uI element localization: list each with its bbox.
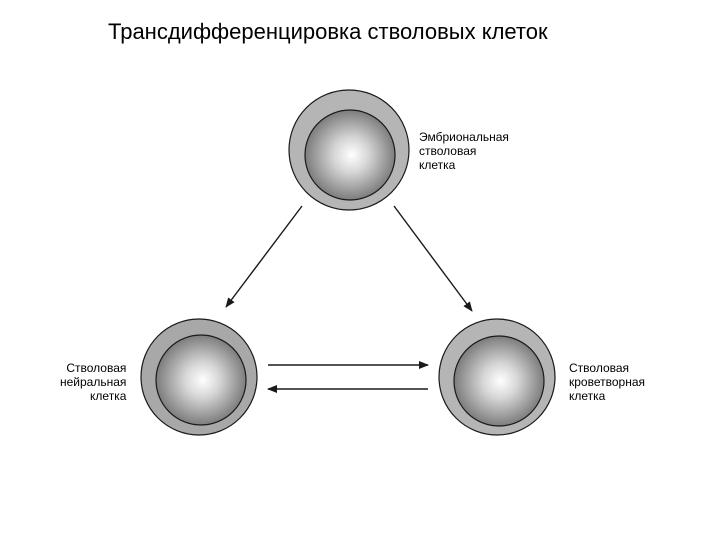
- label-line: нейральная: [60, 375, 126, 389]
- arrow-embryonic-to-neural: [226, 206, 302, 307]
- label-line: Эмбриональная: [419, 130, 509, 144]
- neural-cell-nucleus: [156, 335, 246, 425]
- label-line: Стволовая: [60, 361, 126, 375]
- neural-cell-label: Стволовая нейральная клетка: [60, 361, 126, 403]
- blood-cell-nucleus: [454, 336, 544, 426]
- label-line: стволовая: [419, 144, 509, 158]
- label-line: клетка: [60, 389, 126, 403]
- label-line: клетка: [569, 389, 645, 403]
- embryonic-stem-cell: [289, 90, 409, 210]
- embryonic-cell-nucleus: [305, 110, 395, 200]
- neural-stem-cell: [141, 319, 257, 435]
- label-line: клетка: [419, 158, 509, 172]
- label-line: Стволовая: [569, 361, 645, 375]
- embryonic-cell-label: Эмбриональная стволовая клетка: [419, 130, 509, 172]
- arrow-embryonic-to-blood: [394, 206, 472, 311]
- blood-stem-cell: [439, 319, 555, 435]
- label-line: кроветворная: [569, 375, 645, 389]
- blood-cell-label: Стволовая кроветворная клетка: [569, 361, 645, 403]
